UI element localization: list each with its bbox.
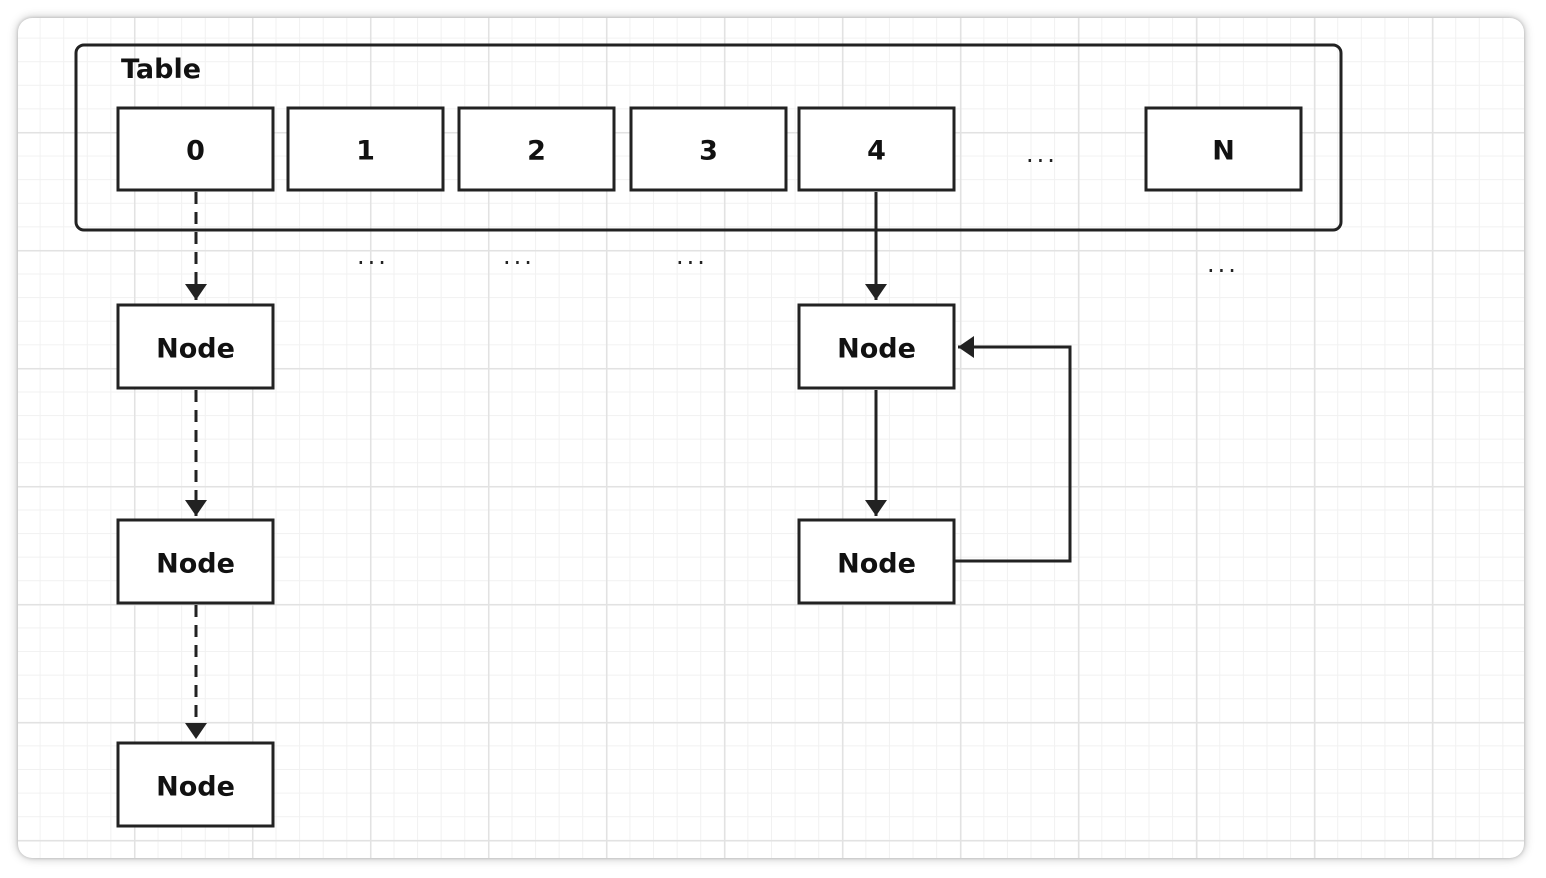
table-container: Table	[74, 43, 1343, 232]
dashed-node-2: Node	[116, 518, 275, 605]
dashed-node-1-label: Node	[156, 334, 235, 365]
slot-0-label: 0	[186, 136, 205, 167]
solid-node-1-label: Node	[837, 334, 916, 365]
slot-0: 0	[116, 106, 275, 192]
slot-4: 4	[797, 106, 956, 192]
dashed-node-2-label: Node	[156, 549, 235, 580]
solid-node-1: Node	[797, 303, 956, 390]
slot-3-ellipsis: ...	[676, 242, 708, 270]
dashed-node-3-label: Node	[156, 772, 235, 803]
slot-1-label: 1	[356, 136, 375, 167]
slot-n-ellipsis: ...	[1207, 250, 1239, 278]
dashed-node-1: Node	[116, 303, 275, 390]
solid-node-2-label: Node	[837, 549, 916, 580]
slot-1-ellipsis: ...	[357, 242, 389, 270]
cycle-arrow-node2-to-node1	[955, 336, 1072, 563]
solid-node-2: Node	[797, 518, 956, 605]
slot-1: 1	[286, 106, 445, 192]
slot-3: 3	[629, 106, 788, 192]
slot-n-label: N	[1212, 136, 1235, 167]
slot-3-label: 3	[699, 136, 718, 167]
slot-4-label: 4	[867, 136, 886, 167]
dashed-node-3: Node	[116, 741, 275, 828]
table-title: Table	[121, 54, 201, 85]
slot-2-label: 2	[527, 136, 546, 167]
slot-2: 2	[457, 106, 616, 192]
slot-n: N	[1144, 106, 1303, 192]
table-gap-ellipsis: ...	[1026, 140, 1058, 168]
slot-2-ellipsis: ...	[503, 242, 535, 270]
